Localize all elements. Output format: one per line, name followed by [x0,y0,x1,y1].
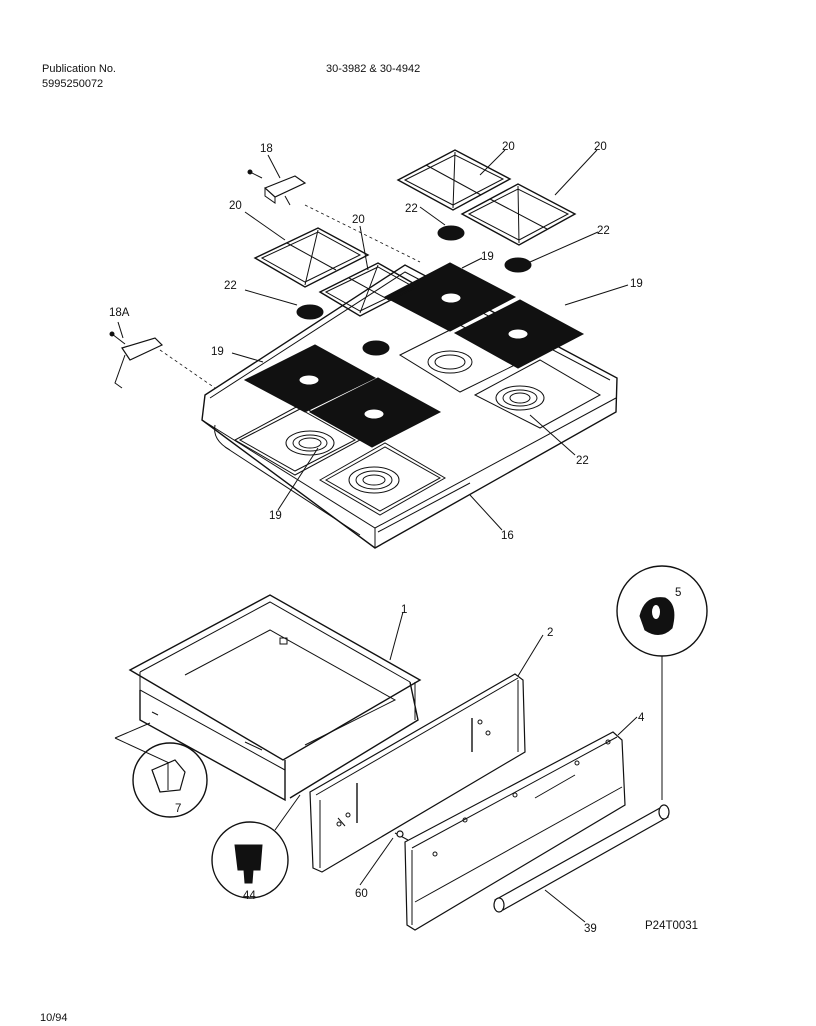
callout-22: 22 [405,203,418,215]
callout-1: 1 [401,604,407,616]
model-numbers: 30-3982 & 30-4942 [326,63,421,75]
callout-44: 44 [243,890,256,902]
detail-circle-7 [132,742,208,818]
screw-60 [394,830,409,841]
detail-circle-5 [616,565,708,800]
callout-4: 4 [638,712,645,724]
callout-20: 20 [594,141,607,153]
detail-circle-44 [211,794,301,899]
callout-16: 16 [501,530,514,542]
callout-22: 22 [597,225,610,237]
callout-19: 19 [211,346,224,358]
publication-label: Publication No. [42,63,116,75]
callout-60: 60 [355,888,368,900]
callout-19: 19 [481,251,494,263]
drawer-handle-panel [404,731,626,931]
callout-22: 22 [576,455,589,467]
callout-7: 7 [175,803,181,815]
publication-number: 5995250072 [42,78,104,90]
date-code: 10/94 [40,1012,68,1024]
callout-20: 20 [502,141,515,153]
burner-covers [243,262,585,448]
callout-2: 2 [547,627,553,639]
callout-18: 18 [260,143,273,155]
callout-39: 39 [584,923,597,935]
callout-18a: 18A [109,307,130,319]
handle-rod [493,804,670,913]
burner-caps [296,225,532,356]
bracket-18 [247,169,307,206]
callout-19: 19 [630,278,643,290]
callout-20: 20 [352,214,365,226]
callout-leaders [117,149,638,923]
figure-code: P24T0031 [645,920,698,932]
grates [253,149,577,317]
drawer-front-panel [309,673,526,873]
callout-22: 22 [224,280,237,292]
callout-labels: 18 20 20 20 20 22 22 22 22 19 19 19 19 1… [109,141,698,935]
bracket-18a [109,331,164,389]
callout-20: 20 [229,200,242,212]
callout-19: 19 [269,510,282,522]
callout-5: 5 [675,587,681,599]
